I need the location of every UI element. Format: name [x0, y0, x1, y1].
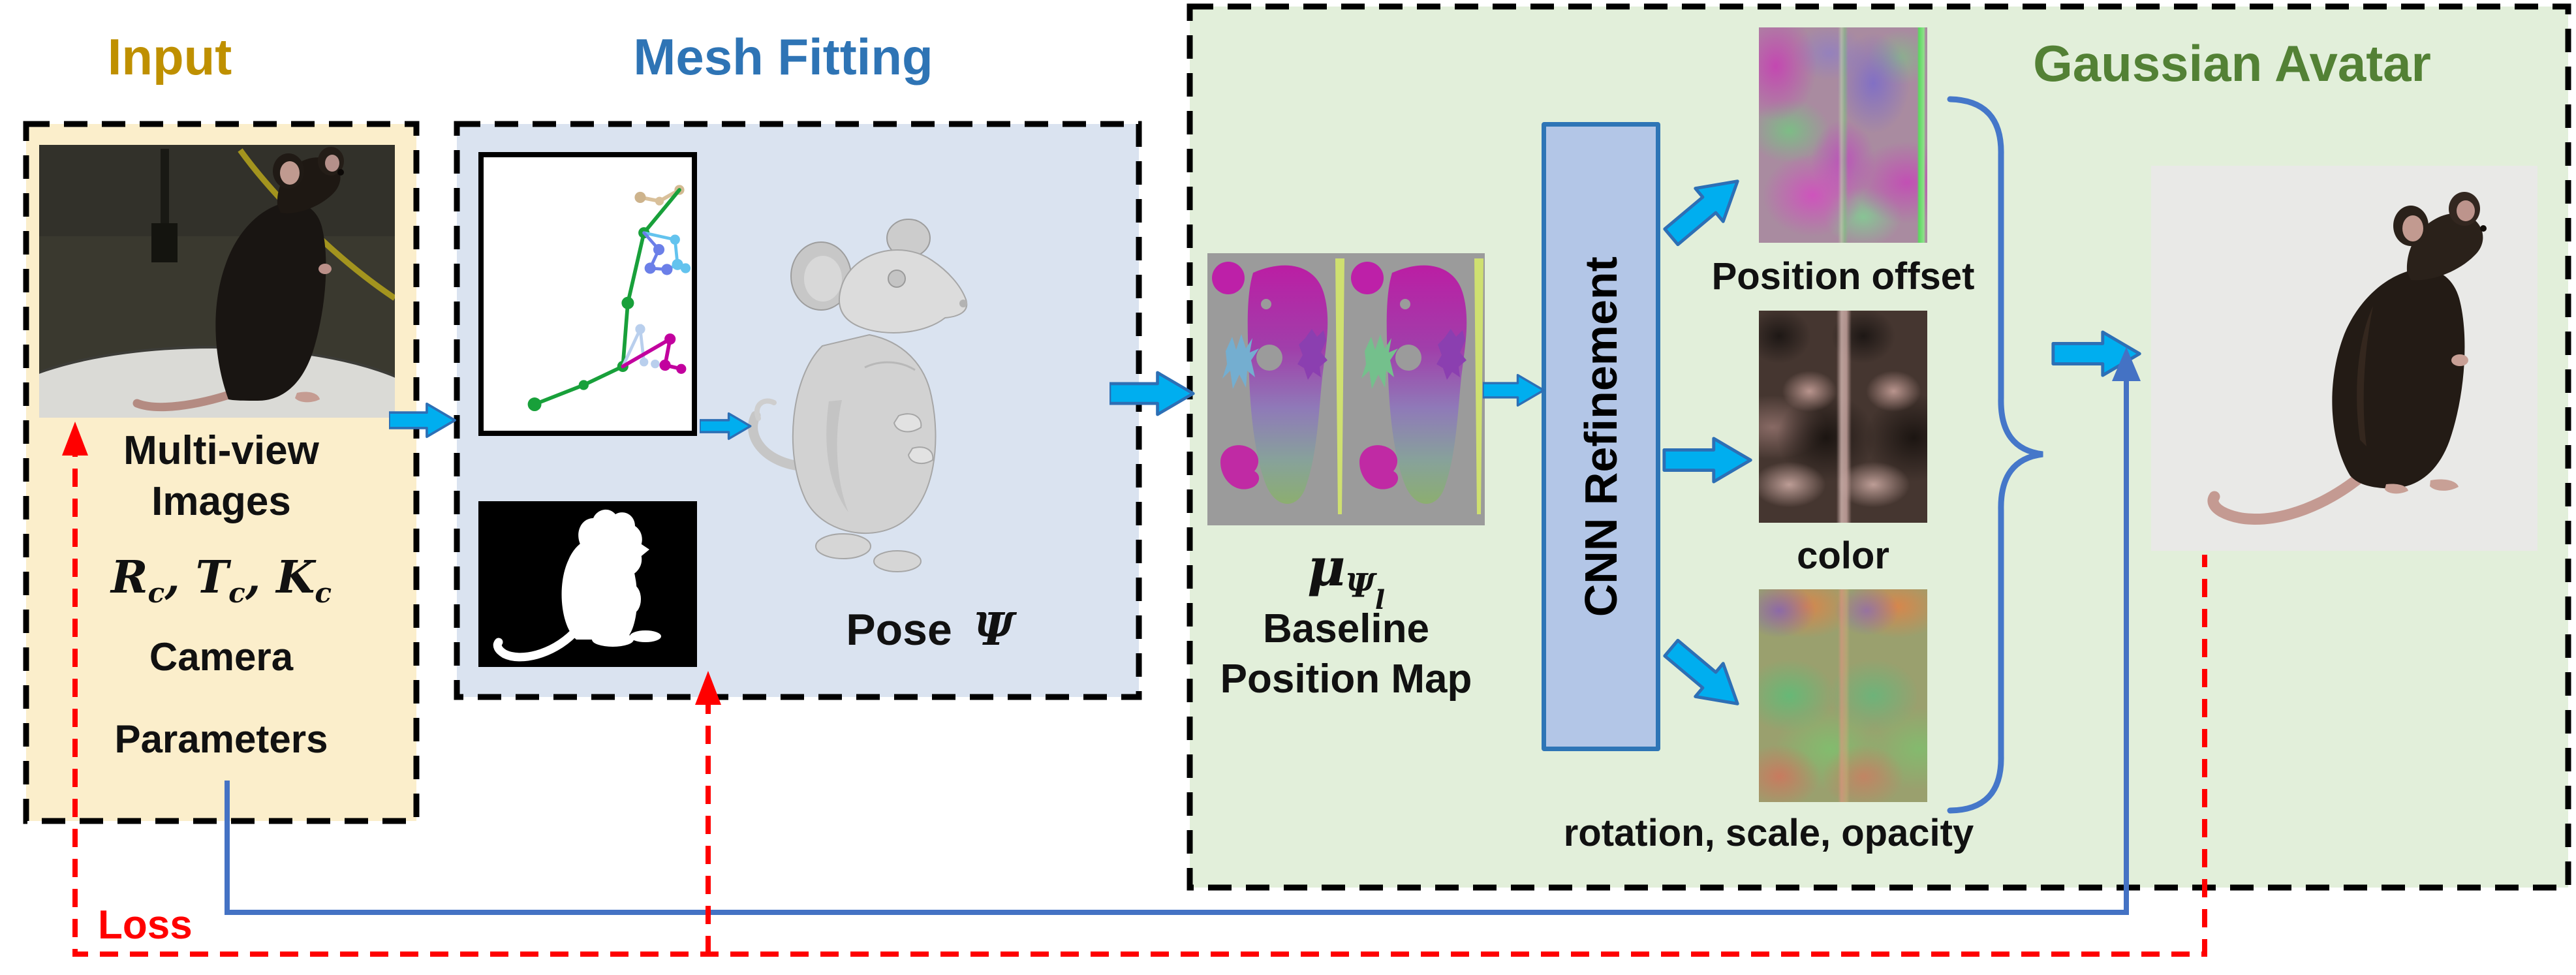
arrow-brace-to-avatar: [2051, 330, 2141, 377]
silhouette-mouse: [493, 509, 661, 662]
silhouette-tail: [493, 628, 578, 662]
avatar-tail: [2207, 460, 2379, 525]
avatar-mouse: [2207, 192, 2487, 525]
silhouette-image: [478, 501, 697, 667]
color-map: [1759, 311, 1927, 523]
photo-pole: [161, 149, 169, 247]
avatar-render: [2151, 166, 2537, 551]
input-line1: Multi-view: [123, 428, 319, 473]
arrow-mesh-to-avatar-section: [1110, 371, 1195, 416]
math-K: K: [276, 551, 315, 604]
baseline-caption2: Position Map: [1220, 657, 1472, 702]
input-title: Input: [107, 28, 232, 85]
input-line2: Images: [151, 479, 291, 524]
photo-mouse-tail: [132, 388, 240, 412]
mesh-fitting-title: Mesh Fitting: [633, 28, 933, 85]
loss-label: Loss: [98, 903, 193, 948]
baseline-map-symbol: μΨl: [1307, 536, 1386, 615]
input-caption1: Camera: [149, 635, 294, 679]
rotation-scale-opacity-map: [1759, 589, 1927, 802]
skeleton-plot: [478, 152, 697, 436]
arrow-input-to-mesh: [389, 402, 456, 439]
position-offset-map: [1759, 27, 1927, 243]
arrow-cnn-to-color: [1662, 437, 1752, 484]
gaussian-avatar-title: Gaussian Avatar: [2033, 35, 2431, 92]
pose-label: Pose Ψ: [846, 604, 1014, 656]
camera-math: Rc, Tc, Kc: [111, 551, 332, 609]
math-R: R: [111, 551, 148, 604]
arrow-map-to-cnn: [1483, 373, 1545, 407]
position-offset-label: Position offset: [1711, 255, 1975, 298]
cnn-refinement-box: CNN Refinement: [1542, 122, 1660, 751]
input-photo: [39, 145, 395, 418]
arrow-skeleton-to-mesh: [700, 412, 752, 441]
color-label: color: [1797, 534, 1889, 577]
math-T: T: [195, 551, 229, 604]
baseline-caption1: Baseline: [1262, 606, 1430, 651]
pose-symbol: Ψ: [973, 604, 1014, 656]
input-caption2: Parameters: [114, 717, 328, 761]
baseline-position-map: [1207, 253, 1485, 525]
mesh-render: [744, 206, 972, 610]
mesh-mouse: [748, 219, 968, 572]
rotation-scale-opacity-label: rotation, scale, opacity: [1563, 812, 1974, 854]
arrow-cnn-to-position-offset: [1663, 179, 1739, 247]
